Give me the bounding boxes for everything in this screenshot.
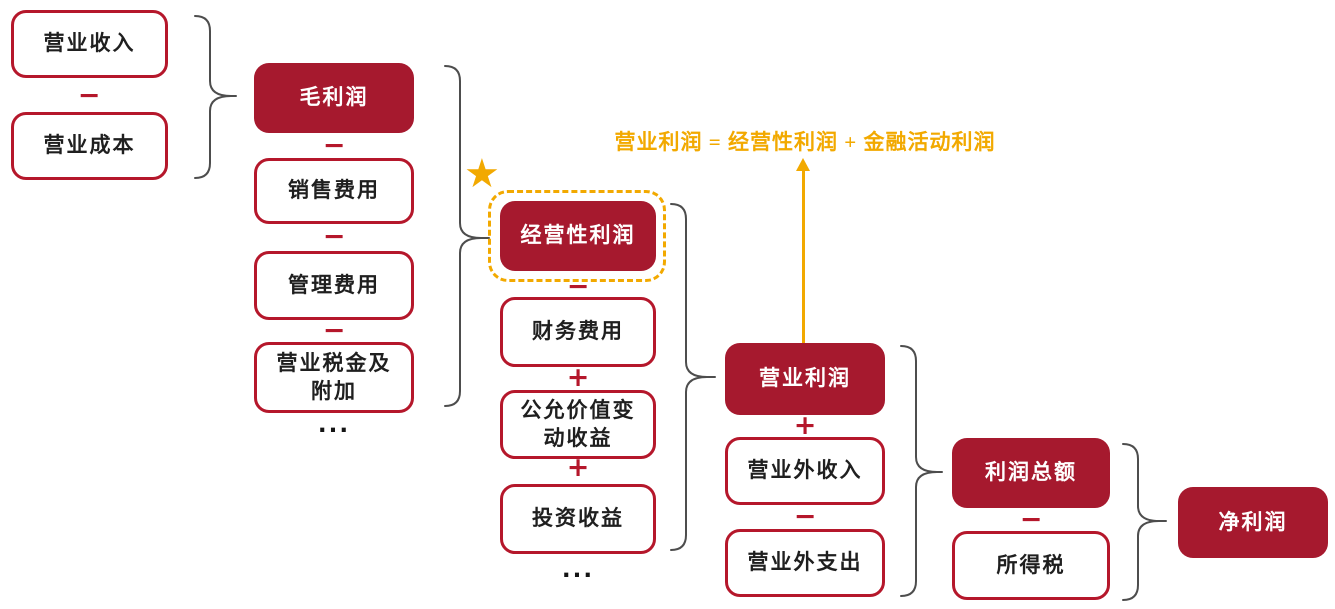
node-non-operating-expense: 营业外支出 [725,529,885,597]
minus-operator: − [322,314,346,346]
brace-core-operating-profit [444,65,490,407]
up-arrow-line [802,170,805,343]
minus-operator: − [1019,503,1043,535]
node-finance-expense: 财务费用 [500,297,656,367]
highlight-dashed-frame [488,190,666,282]
minus-operator: − [77,79,101,111]
plus-operator: + [566,361,590,393]
brace-gross-profit [194,15,237,179]
node-core-operating-profit: 经营性利润 [500,201,656,271]
node-operating-revenue: 营业收入 [11,10,168,78]
minus-operator: − [793,500,817,532]
node-fair-value-gain: 公允价值变 动收益 [500,390,656,459]
plus-operator: + [793,409,817,441]
ellipsis: ... [317,411,351,438]
up-arrow-icon [796,158,810,171]
minus-operator: − [322,220,346,252]
node-total-profit: 利润总额 [952,438,1110,508]
node-income-tax: 所得税 [952,531,1110,600]
brace-net-profit [1122,443,1167,601]
node-selling-expense: 销售费用 [254,158,414,224]
node-non-operating-income: 营业外收入 [725,437,885,505]
brace-operating-profit [670,203,716,551]
node-operating-profit: 营业利润 [725,343,885,415]
star-icon: ★ [464,151,500,197]
brace-total-profit [900,345,943,597]
node-admin-expense: 管理费用 [254,251,414,320]
node-business-tax: 营业税金及 附加 [254,342,414,413]
node-investment-income: 投资收益 [500,484,656,554]
node-operating-cost: 营业成本 [11,112,168,180]
plus-operator: + [566,451,590,483]
node-gross-profit: 毛利润 [254,63,414,133]
node-net-profit: 净利润 [1178,487,1328,558]
ellipsis: ... [561,556,595,583]
operating-profit-formula: 营业利润 = 经营性利润 + 金融活动利润 [614,130,996,154]
minus-operator: − [566,270,590,302]
minus-operator: − [322,129,346,161]
